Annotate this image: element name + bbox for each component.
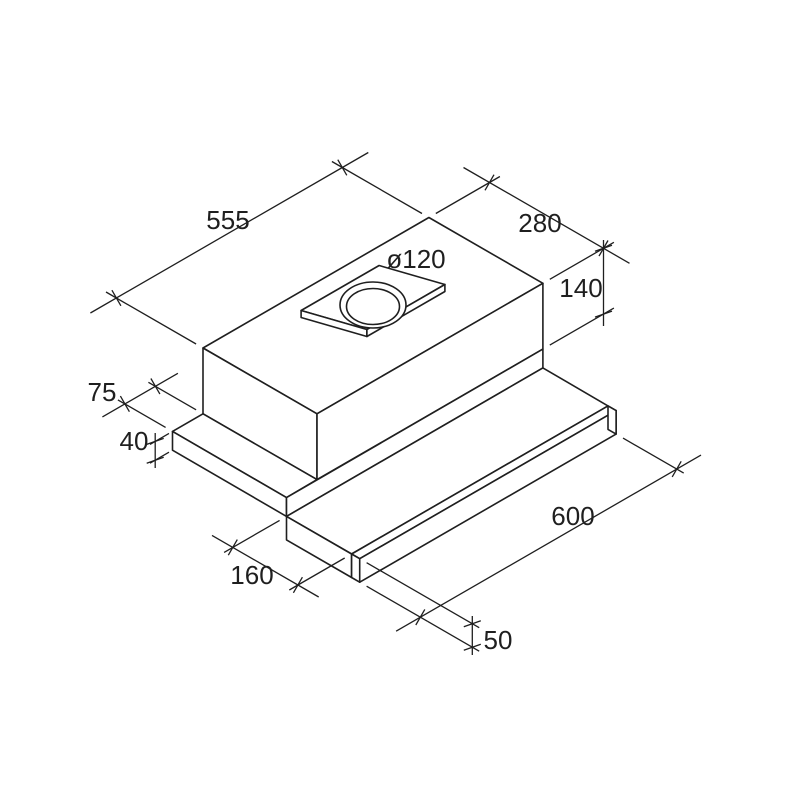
dim-140-label: 140 xyxy=(559,273,602,303)
dim-280-line xyxy=(463,166,630,264)
dim-160-tick xyxy=(292,576,303,594)
dim-555-label: 555 xyxy=(206,205,249,235)
dim-50-label: 50 xyxy=(484,625,513,655)
dim-600-tick xyxy=(415,609,426,626)
outlet-inner-circle xyxy=(345,287,401,326)
dim-75-tick xyxy=(119,395,130,413)
dim-outlet-diameter: ø120 xyxy=(386,244,445,274)
dim-40-label: 40 xyxy=(120,426,149,456)
dim-140: 140 xyxy=(549,240,615,346)
dim-555-extension-line xyxy=(105,291,197,345)
dim-600-tick xyxy=(671,460,682,478)
dim-160-line xyxy=(211,534,320,598)
dim-280: 280 xyxy=(435,166,630,280)
dim-50-extension-line xyxy=(426,620,480,652)
dim-50-tick xyxy=(463,620,482,628)
exhaust-outlet xyxy=(300,264,446,338)
dim-555-tick xyxy=(337,159,348,176)
dim-75: 75 xyxy=(88,372,197,428)
dim-160-label: 160 xyxy=(230,560,273,590)
dim-280-label: 280 xyxy=(518,208,561,238)
dim-50-tick xyxy=(463,643,482,651)
dim-75-label: 75 xyxy=(88,377,117,407)
front-bar-left-cap xyxy=(350,553,361,584)
dim-40: 40 xyxy=(120,426,170,468)
front-bar xyxy=(350,405,617,584)
front-bar-right-cap xyxy=(607,405,617,435)
dim-600-extension-line xyxy=(622,437,685,474)
dim-140-tick xyxy=(594,244,613,252)
dim-600: 600 xyxy=(366,437,702,632)
dim-160: 160 xyxy=(211,519,346,598)
dim-555-tick xyxy=(111,289,122,307)
dim-140-tick xyxy=(594,310,613,318)
base-chassis xyxy=(171,348,544,518)
dim-600-label: 600 xyxy=(551,501,594,531)
dim-outlet-diameter-label: ø120 xyxy=(386,244,445,274)
dim-50: 50 xyxy=(366,562,513,655)
dim-555: 555 xyxy=(90,151,423,345)
dim-40-tick xyxy=(146,437,164,446)
dim-555-line xyxy=(90,151,369,314)
dim-600-line xyxy=(395,454,702,632)
dim-50-extension-line xyxy=(366,562,480,629)
dim-160-tick xyxy=(227,539,238,556)
dim-600-extension-line xyxy=(366,585,428,622)
dim-75-tick xyxy=(150,378,161,395)
dim-40-tick xyxy=(146,456,164,464)
dim-280-tick xyxy=(484,174,495,191)
dim-555-extension-line xyxy=(331,160,423,215)
dim-75-line xyxy=(102,372,179,418)
